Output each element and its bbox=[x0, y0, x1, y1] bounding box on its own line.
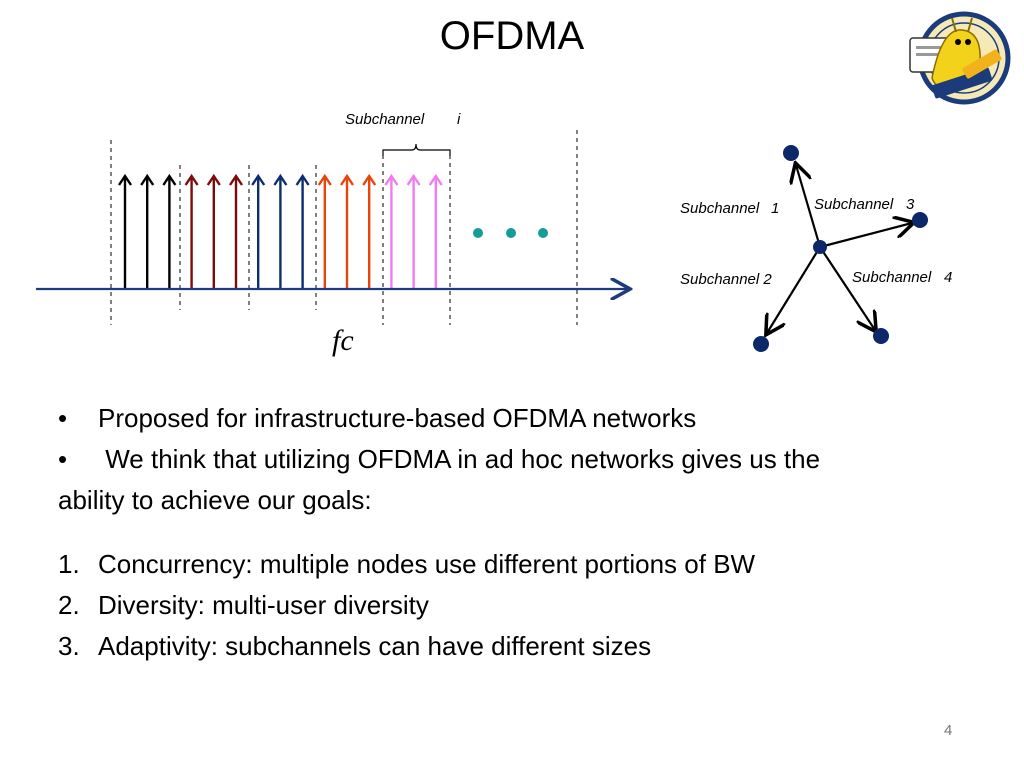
subcarrier-arrow bbox=[406, 173, 421, 289]
subcarrier-arrow bbox=[273, 173, 288, 289]
subcarrier-arrow bbox=[140, 173, 155, 289]
link-subchannel-3 bbox=[819, 223, 912, 249]
bullet-text: We think that utilizing OFDMA in ad hoc … bbox=[98, 444, 821, 474]
bullet-continuation: ability to achieve our goals: bbox=[58, 485, 372, 515]
goal-number: 2. bbox=[58, 590, 80, 620]
subcarrier-arrow bbox=[295, 173, 310, 289]
subcarrier-arrows bbox=[118, 173, 443, 289]
bullet-item: • We think that utilizing OFDMA in ad ho… bbox=[58, 439, 988, 480]
goal-text: Concurrency: multiple nodes use differen… bbox=[98, 549, 756, 579]
subcarrier-arrow bbox=[317, 173, 332, 289]
subcarrier-arrow bbox=[184, 173, 199, 289]
ellipsis-dot bbox=[473, 228, 483, 238]
subchannel-2-label: Subchannel 2 bbox=[680, 271, 772, 288]
subchannel-1-index: 1 bbox=[771, 200, 779, 217]
subchannel-i-label: Subchannel bbox=[345, 111, 425, 128]
goal-item: 2. Diversity: multi-user diversity bbox=[58, 585, 755, 626]
subchannel-4-index: 4 bbox=[944, 269, 952, 286]
bullet-symbol: • bbox=[58, 444, 68, 474]
network-node-bottom-left bbox=[753, 336, 769, 352]
subchannel-4-label: Subchannel bbox=[852, 269, 932, 286]
goal-number: 3. bbox=[58, 631, 80, 661]
subchannel-1-label: Subchannel bbox=[680, 200, 760, 217]
network-node-top bbox=[783, 145, 799, 161]
subcarrier-arrow bbox=[229, 173, 243, 289]
ellipsis-dot bbox=[538, 228, 548, 238]
ellipsis-dot bbox=[506, 228, 516, 238]
subcarrier-arrow bbox=[428, 173, 443, 289]
page-number: 4 bbox=[944, 722, 953, 739]
subcarrier-arrow bbox=[206, 173, 221, 289]
subchannel-3-index: 3 bbox=[906, 196, 915, 213]
university-seal-logo bbox=[909, 11, 1011, 105]
network-node-right bbox=[912, 212, 928, 228]
subcarrier-arrow bbox=[162, 173, 177, 289]
subcarrier-arrow bbox=[340, 173, 354, 289]
subcarrier-arrow bbox=[251, 173, 266, 289]
link-subchannel-4 bbox=[819, 246, 875, 330]
ofdma-subcarrier-diagram: Subchannel i fc bbox=[36, 111, 660, 357]
network-node-bottom-right bbox=[873, 328, 889, 344]
goal-text: Diversity: multi-user diversity bbox=[98, 590, 429, 620]
fc-axis-label: fc bbox=[332, 324, 354, 357]
slide-title: OFDMA bbox=[439, 14, 585, 58]
subcarrier-arrow bbox=[118, 173, 132, 289]
link-subchannel-1 bbox=[796, 165, 822, 248]
subchannel-3-label: Subchannel bbox=[814, 196, 894, 213]
bullet-list: • Proposed for infrastructure-based OFDMA… bbox=[58, 398, 988, 521]
link-subchannel-2 bbox=[767, 246, 821, 333]
goal-text: Adaptivity: subchannels can have differe… bbox=[98, 631, 652, 661]
subchannel-network-diagram: Subchannel 1 Subchannel 2 Subchannel 3 S… bbox=[680, 145, 952, 352]
bullet-item: • Proposed for infrastructure-based OFDMA… bbox=[58, 398, 988, 439]
goal-item: 1. Concurrency: multiple nodes use differ… bbox=[58, 544, 755, 585]
subcarrier-arrow bbox=[362, 173, 377, 289]
goals-list: 1. Concurrency: multiple nodes use differ… bbox=[58, 544, 755, 667]
bullet-symbol: • bbox=[58, 403, 68, 433]
subcarrier-arrow bbox=[384, 173, 399, 289]
bullet-text: Proposed for infrastructure-based OFDMA … bbox=[98, 403, 697, 433]
goal-number: 1. bbox=[58, 549, 80, 579]
network-node-center bbox=[813, 240, 827, 254]
network-links bbox=[767, 165, 912, 333]
subchannel-i-bracket bbox=[382, 143, 451, 156]
subchannel-i-index: i bbox=[457, 111, 461, 128]
goal-item: 3. Adaptivity: subchannels can have diffe… bbox=[58, 626, 755, 667]
